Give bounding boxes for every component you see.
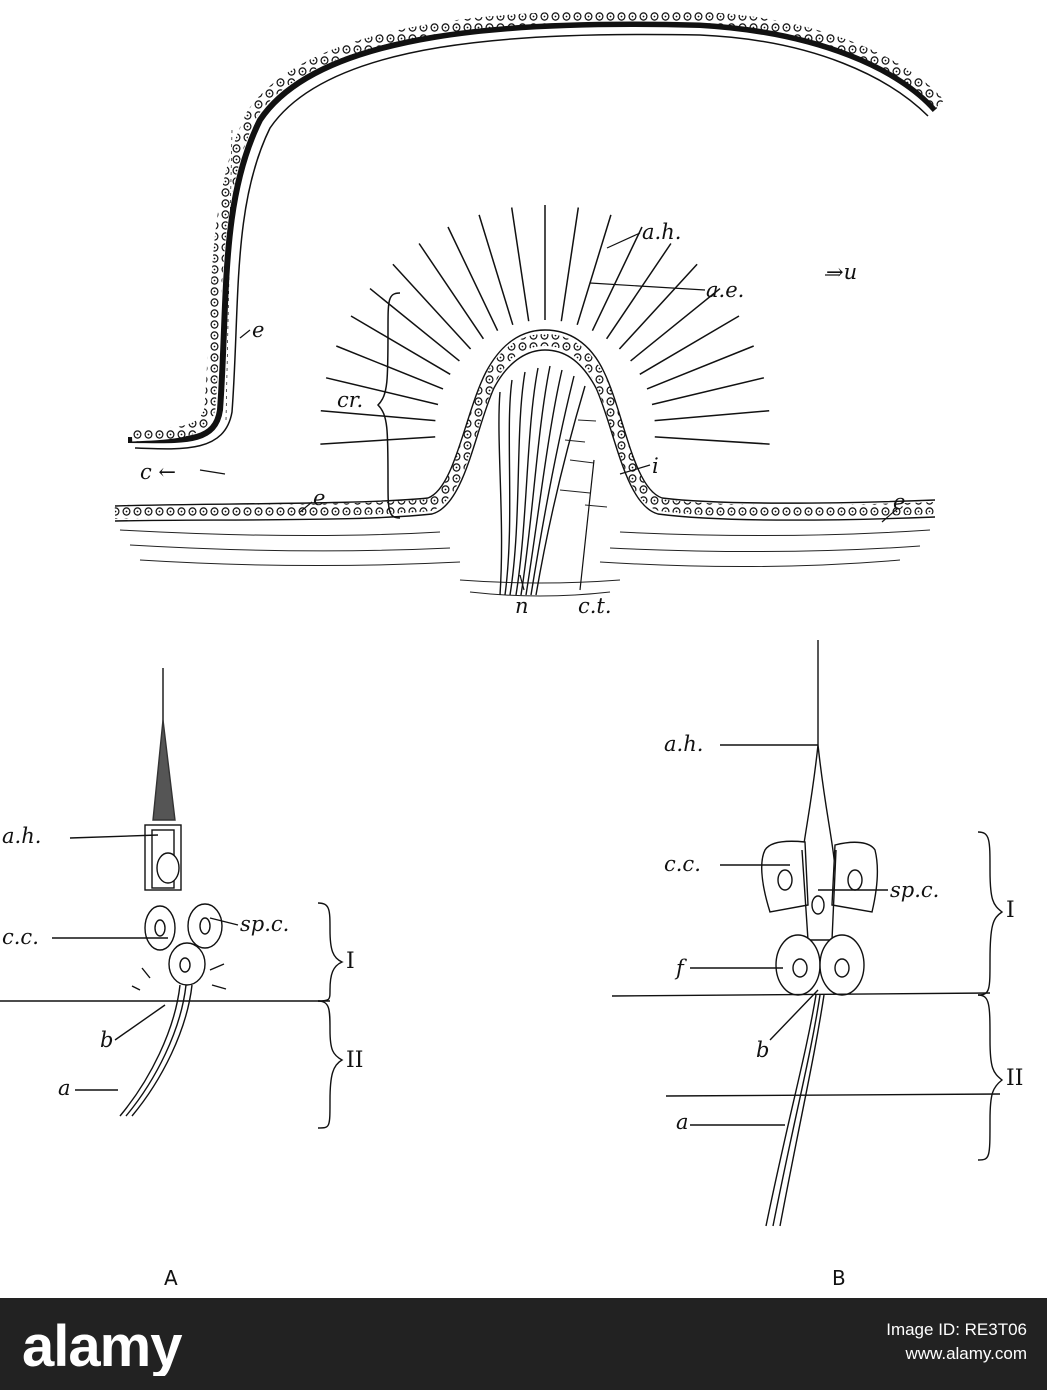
- auditory-hair: [320, 409, 436, 422]
- auditory-hair: [478, 214, 514, 326]
- panel-b-label-f: f: [676, 956, 684, 980]
- site-url-text[interactable]: www.alamy.com: [905, 1344, 1027, 1363]
- label-epithelium-floor-left: e: [313, 486, 326, 510]
- auditory-hairs: [320, 205, 770, 445]
- auditory-hair: [651, 377, 765, 406]
- auditory-hair: [447, 226, 499, 332]
- footer-meta: Image ID: RE3T06 www.alamy.com: [886, 1318, 1027, 1366]
- auditory-hair: [654, 436, 770, 445]
- label-arrow-u: →u: [826, 260, 858, 284]
- label-i: i: [652, 454, 659, 478]
- panel-b-label-spc: sp.c.: [890, 878, 940, 902]
- label-auditory-hairs-top: a.h.: [642, 220, 682, 244]
- label-auditory-epithelium: a.e.: [706, 278, 745, 302]
- panel-b-label-a: a: [676, 1110, 689, 1134]
- panel-b-label-b: b: [756, 1038, 770, 1062]
- auditory-hair: [646, 345, 754, 390]
- brace-cr: [376, 292, 401, 519]
- diagram-drawing: [0, 10, 1004, 1227]
- auditory-hair: [350, 315, 451, 375]
- auditory-hair: [618, 263, 698, 350]
- panel-b-label-I: I: [1006, 898, 1015, 923]
- auditory-hair: [320, 436, 436, 445]
- label-epithelium-arc: e: [252, 318, 265, 342]
- panel-a-label-I: I: [346, 949, 355, 974]
- panel-a-label-ah: a.h.: [2, 824, 42, 848]
- auditory-hair: [654, 409, 770, 422]
- auditory-hair: [576, 214, 612, 326]
- panel-b-drawing: [611, 640, 1004, 1227]
- panel-a-label-spc: sp.c.: [240, 912, 290, 936]
- alamy-logo: alamy: [22, 1314, 302, 1379]
- auditory-hair: [639, 315, 740, 375]
- label-arrow-c: c ←: [140, 460, 177, 484]
- image-id-text: Image ID: RE3T06: [886, 1320, 1027, 1339]
- alamy-logo-text: alamy: [22, 1316, 182, 1376]
- auditory-hair: [418, 243, 485, 340]
- auditory-hair: [560, 207, 580, 322]
- label-epithelium-floor-right: e: [893, 490, 906, 514]
- panel-b-caption: B: [832, 1266, 846, 1290]
- panel-a-caption: A: [164, 1266, 178, 1290]
- auditory-hair: [510, 207, 530, 322]
- auditory-hair: [630, 288, 721, 362]
- crista-floor: [114, 329, 936, 597]
- label-nerve: n: [515, 594, 529, 618]
- panel-a-label-a: a: [58, 1076, 71, 1100]
- panel-a-label-II: II: [346, 1048, 364, 1073]
- panel-b-label-ah: a.h.: [664, 732, 704, 756]
- auditory-hair: [369, 288, 460, 362]
- auditory-hair: [392, 263, 472, 350]
- panel-a-label-b: b: [100, 1028, 114, 1052]
- auditory-hair: [605, 243, 672, 340]
- diagram-plate: a.h. →u a.e. e cr. i c ← e e n c.t. a.h.…: [0, 10, 1024, 1290]
- panel-a-label-cc: c.c.: [2, 925, 39, 949]
- auditory-hair: [336, 345, 444, 390]
- panel-a-drawing: [0, 668, 344, 1129]
- ampulla-wall: [127, 10, 945, 450]
- panel-b-label-II: II: [1006, 1066, 1024, 1091]
- label-connective-tissue: c.t.: [578, 594, 612, 618]
- auditory-hair: [591, 226, 643, 332]
- stock-footer: alamy Image ID: RE3T06 www.alamy.com: [0, 1298, 1047, 1390]
- auditory-hair: [325, 377, 439, 406]
- label-crista: cr.: [337, 388, 364, 412]
- panel-b-label-cc: c.c.: [664, 852, 701, 876]
